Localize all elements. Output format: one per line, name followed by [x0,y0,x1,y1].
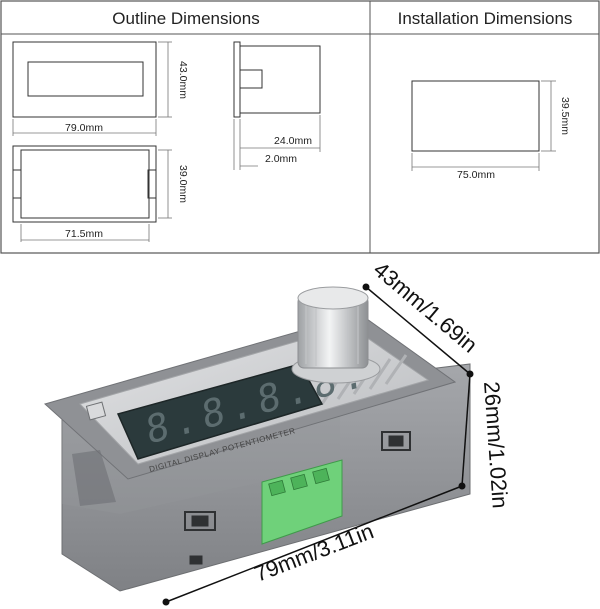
terminal-screws [268,467,330,497]
panel-cutout-drawing [411,80,540,152]
cutout-width-dimension [411,153,540,171]
table-frame [0,0,600,254]
mounting-clips [184,431,411,565]
side-flange-label: 2.0mm [265,153,297,165]
back-height-label: 39.0mm [177,165,189,203]
dimension-lines [165,286,471,603]
depth-dimension-line [365,286,471,375]
front-height-label: 43.0mm [177,61,189,99]
front-width-dimension [12,119,157,136]
front-width-label: 79.0mm [65,122,103,134]
led-display [116,363,324,460]
cutout-width-label: 75.0mm [457,169,495,181]
back-width-label: 71.5mm [65,228,103,240]
dimension-endpoints [162,283,474,606]
cutout-height-label: 39.5mm [559,97,571,135]
side-depth-dimension [233,115,321,170]
cutout-height-dimension [541,80,556,152]
width-dimension-line [165,485,463,603]
side-depth-label: 24.0mm [274,135,312,147]
potentiometer-knob [291,286,381,384]
side-view-drawing [233,41,321,118]
product-illustration: 8.8.8.8. DIGITAL DISPLAY POTENTIOMETER [43,257,513,606]
side-hook [72,450,116,506]
back-view-drawing [12,145,157,223]
front-view-drawing [12,41,157,118]
installation-title: Installation Dimensions [398,9,573,28]
back-height-dimension [158,149,172,219]
back-width-dimension [20,224,150,242]
dimension-table: Outline Dimensions Installation Dimensio… [0,0,600,254]
front-height-dimension [158,41,172,118]
height-label: 26mm/1.02in [479,381,513,510]
outline-title: Outline Dimensions [112,9,259,28]
mode-icon [85,401,107,421]
height-dimension-line [461,373,471,487]
